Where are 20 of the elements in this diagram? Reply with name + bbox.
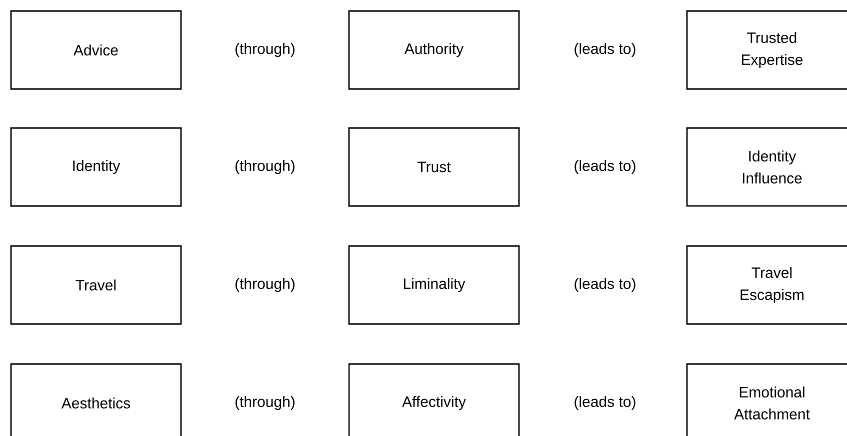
concept-box: Identity [10,127,182,207]
relation-label: (leads to) [574,278,636,292]
concept-box: Liminality [348,245,520,325]
concept-box: Authority [348,10,520,90]
relation-label: (through) [236,43,294,57]
concept-box: Trust [348,127,520,207]
concept-box: Aesthetics [10,363,182,436]
relation-label: (through) [236,160,294,174]
concept-box: Travel [10,245,182,325]
concept-box: Affectivity [348,363,520,436]
relation-label: (through) [236,278,294,292]
relation-label: (through) [236,396,294,410]
concept-box: Emotional Attachment [686,363,847,436]
relation-label: (leads to) [574,396,636,410]
concept-box: Identity Influence [686,127,847,207]
concept-box: Travel Escapism [686,245,847,325]
concept-box: Advice [10,10,182,90]
relation-label: (leads to) [574,43,636,57]
concept-box: Trusted Expertise [686,10,847,90]
relation-label: (leads to) [574,160,636,174]
